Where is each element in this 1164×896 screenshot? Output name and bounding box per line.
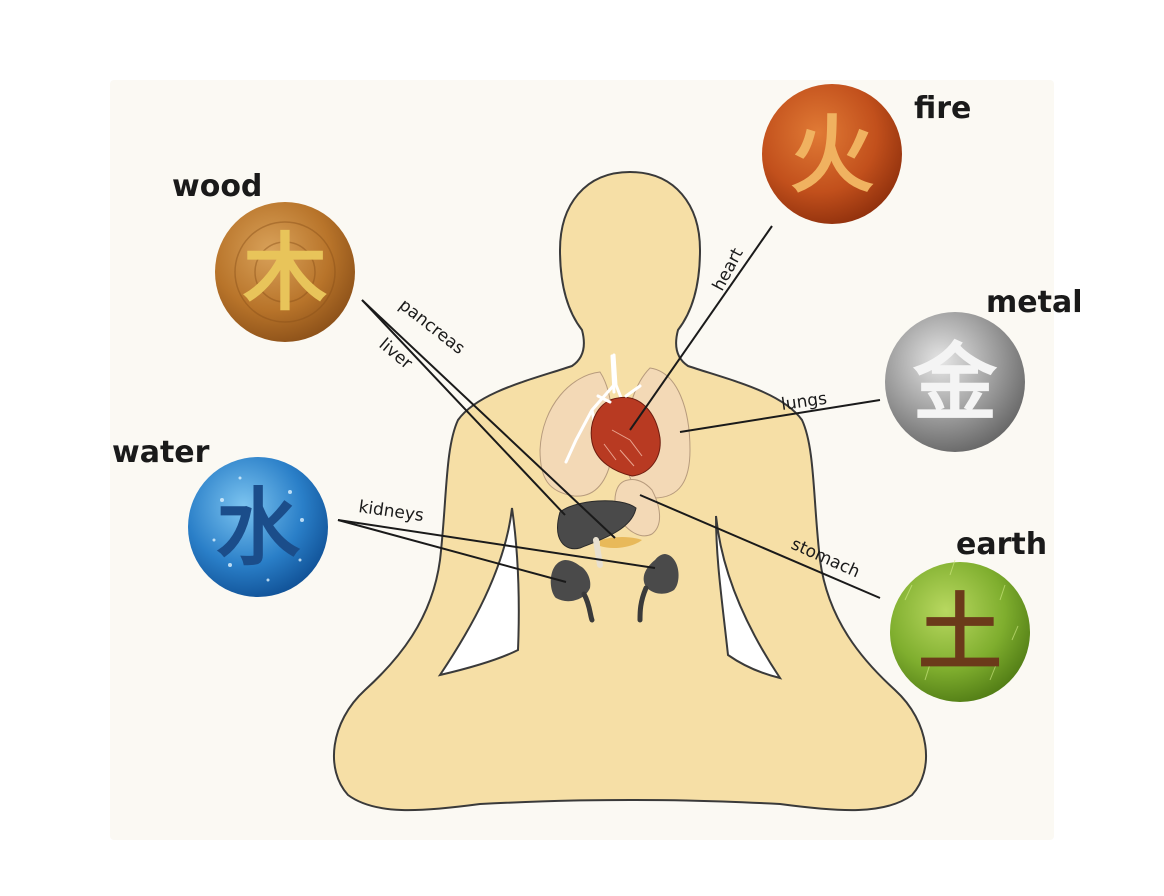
- wood-grain-ring: [234, 221, 336, 323]
- wood-glyph: 木: [243, 223, 327, 322]
- water-medallion: [188, 457, 328, 597]
- organs: [539, 353, 691, 623]
- wood-element: 木 wood: [172, 169, 355, 342]
- metal-element: 金 metal: [885, 285, 1082, 452]
- ureters: [581, 585, 649, 623]
- grass-texture: [904, 559, 1019, 681]
- pancreas: [600, 537, 642, 548]
- wood-label: wood: [172, 169, 262, 204]
- wood-medallion: [215, 202, 355, 342]
- left-arm-gap: [437, 507, 520, 677]
- fire-label: fire: [914, 91, 971, 126]
- wood-to-pancreas-line: [361, 299, 616, 539]
- fire-element: 火 fire: [762, 84, 971, 224]
- liver: [557, 500, 637, 550]
- water-sparkles: [212, 476, 304, 582]
- earth-label: earth: [956, 527, 1047, 562]
- metal-glyph: 金: [913, 333, 998, 432]
- wood-grain-ring: [254, 241, 316, 303]
- right-kidney: [643, 554, 679, 594]
- water-glyph: 水: [216, 478, 301, 577]
- earth-to-stomach-line: [639, 494, 881, 599]
- fire-to-heart-line: [629, 225, 773, 431]
- heart-lines: [603, 429, 643, 467]
- fire-medallion: [762, 84, 902, 224]
- vena-cava: [593, 537, 603, 568]
- right-arm-gap: [715, 515, 783, 680]
- metal-label: metal: [986, 285, 1082, 320]
- earth-glyph: 土: [918, 583, 1002, 682]
- water-label: water: [112, 435, 210, 470]
- fire-glyph: 火: [790, 105, 874, 204]
- connector-lines: [337, 225, 881, 599]
- metal-to-lungs-line: [679, 399, 881, 433]
- heart-vessels: [596, 354, 642, 404]
- metal-medallion: [885, 312, 1025, 452]
- earth-element: 土 earth: [890, 527, 1047, 702]
- water-to-right-kidney-line: [337, 519, 656, 569]
- water-element: 水 water: [112, 435, 328, 597]
- heart: [590, 396, 661, 477]
- left-kidney: [550, 560, 591, 602]
- wood-to-liver-line: [361, 299, 566, 516]
- water-to-left-kidney-line: [337, 519, 567, 583]
